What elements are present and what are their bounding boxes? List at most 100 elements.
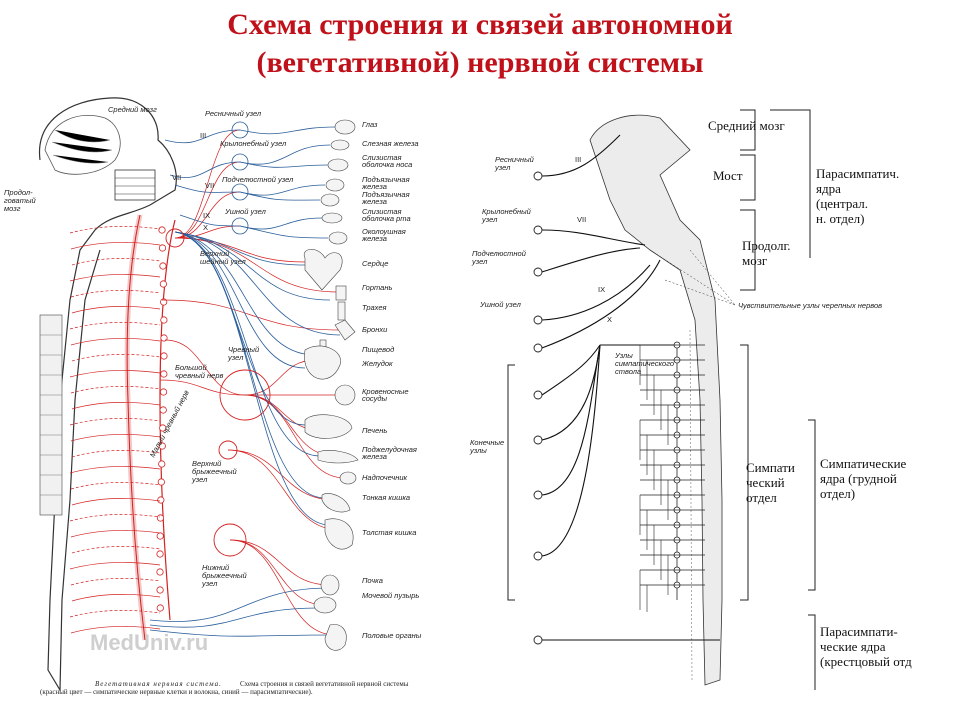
spinal-cord-core — [126, 214, 146, 641]
sympathetic-chain-node — [158, 244, 167, 252]
r-label-sensory-ganglia: Чувствительные узлы черепных нервов — [738, 301, 882, 310]
page-title: Схема строения и связей автономной (веге… — [0, 6, 960, 82]
organ-label: Сердце — [362, 259, 388, 268]
oral-mucosa-icon — [321, 212, 343, 224]
organ-label: Надпочечник — [362, 473, 408, 482]
sympathetic-fibre — [69, 418, 161, 426]
sympathetic-fibre — [161, 299, 341, 331]
organ-label: Глаз — [362, 120, 378, 129]
heart-icon — [303, 249, 343, 291]
sympathetic-fibre — [69, 226, 161, 234]
superior-mesenteric-ganglion — [218, 440, 238, 460]
pterygopalatine-ganglion — [231, 153, 249, 171]
sympathetic-chain-node — [158, 226, 166, 234]
nerve-X-right: X — [607, 315, 612, 324]
sympathetic-fibre — [70, 290, 161, 298]
ciliary-ganglion — [231, 121, 249, 139]
sympathetic-fibre — [164, 339, 246, 396]
sympathetic-fibre — [69, 562, 161, 570]
sympathetic-chain-node — [158, 442, 166, 450]
sympathetic-fibre — [69, 514, 161, 522]
sympathetic-chain-nodes — [156, 226, 168, 612]
sympathetic-chain-node — [157, 478, 165, 486]
parasympathetic-fibre — [239, 217, 323, 230]
sympathetic-chain-node — [156, 586, 164, 594]
sympathetic-chain-node — [160, 334, 168, 342]
pancreas-icon — [317, 450, 359, 464]
parasympathetic-fibre — [149, 629, 331, 637]
parasympathetic-fibre — [239, 144, 331, 165]
sympathetic-chain-node — [158, 460, 166, 468]
parasympathetic-fibre — [174, 231, 316, 356]
r-submand-ganglion — [533, 267, 543, 277]
liver-icon — [304, 414, 353, 439]
sympathetic-chain-node — [159, 424, 167, 432]
sympathetic-fibre — [71, 258, 161, 266]
sympathetic-fibre — [70, 482, 161, 490]
sympathetic-fibre — [69, 466, 161, 474]
organ-label: Слезная железа — [362, 139, 419, 148]
sympathetic-fibre — [70, 242, 161, 250]
label-pterygopalatine-ganglion: Крылонебный узел — [220, 139, 287, 148]
organ-label: Толстая кишка — [362, 528, 416, 537]
stomach-icon — [304, 345, 341, 380]
nerve-III-right: III — [575, 155, 581, 164]
sympathetic-chain-node — [156, 568, 164, 576]
right-brackets — [507, 109, 816, 690]
large-intestine-icon — [324, 518, 354, 550]
superior-cervical-ganglion — [165, 228, 185, 248]
r-terminal-2 — [533, 390, 543, 400]
submandibular-ganglion — [231, 183, 249, 201]
blood-vessels-icon — [334, 384, 356, 406]
label-otic-ganglion: Ушной узел — [224, 207, 267, 216]
spinal-cord — [124, 214, 148, 641]
sympathetic-fibre — [70, 434, 161, 442]
organ-label: Гортань — [362, 283, 392, 292]
r-ciliary-ganglion — [533, 171, 543, 181]
sympathetic-trunk-ladder — [639, 341, 705, 612]
submandibular-gland-icon — [320, 193, 340, 207]
parasympathetic-fibre — [164, 129, 241, 144]
sympathetic-fibre — [69, 370, 161, 378]
organ-label: Печень — [362, 426, 387, 435]
bladder-icon — [313, 596, 337, 614]
sympathetic-chain-node — [159, 262, 167, 270]
organ-label: Желудок — [361, 359, 393, 368]
sympathetic-fibre — [69, 274, 161, 282]
label-submandibular-ganglion: Подчелюстной узел — [222, 175, 294, 184]
bronchi-icon — [334, 319, 356, 341]
parasympathetic-fibre — [169, 161, 241, 178]
parasympathetic-fibre — [149, 607, 319, 628]
organ-label: Тонкая кишка — [362, 493, 410, 502]
sympathetic-chain-node — [156, 514, 165, 522]
r-otic-ganglion — [533, 315, 543, 325]
organ-label: Трахея — [362, 303, 387, 312]
title-line-1: Схема строения и связей автономной — [227, 8, 733, 41]
right-brainstem-outline — [589, 114, 723, 686]
organ-illustrations — [303, 119, 359, 651]
parasympathetic-fibre — [239, 161, 329, 168]
sympathetic-chain-node — [156, 550, 164, 558]
sympathetic-fibre — [71, 546, 161, 554]
parasympathetic-fibre — [179, 214, 241, 227]
nasal-mucosa-icon — [327, 158, 349, 172]
sympathetic-fibre — [71, 450, 161, 458]
parasympathetic-fibre — [149, 587, 331, 622]
sympathetic-fibre — [69, 322, 161, 330]
sympathetic-chain-node — [156, 604, 164, 612]
organ-label: Пищевод — [362, 345, 394, 354]
parasympathetic-fibre — [174, 231, 331, 301]
watermark: MedUniv.ru — [90, 630, 208, 655]
